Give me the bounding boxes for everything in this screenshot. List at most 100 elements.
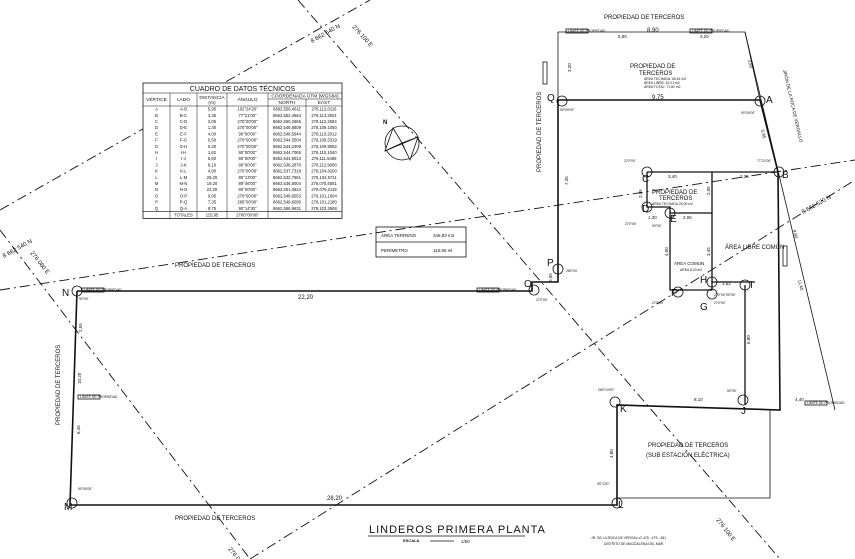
street-edge: [744, 31, 836, 411]
area-terreno-value: 346,93 m2: [433, 233, 455, 238]
table-cell: 1,62: [208, 150, 217, 155]
table-cell: 7,35: [208, 200, 217, 205]
dim-m-l: 28,20: [327, 496, 343, 502]
table-cell: P-Q: [180, 200, 188, 205]
vertex-f: F: [671, 288, 677, 299]
vertex-circle-h: [706, 276, 718, 288]
vertex-circle-i: [739, 279, 751, 291]
table-cell: 2,05: [208, 119, 217, 124]
table-cell: 0,50: [208, 138, 217, 143]
dim-h-i: 1,62: [722, 281, 731, 286]
table-cell: O-P: [180, 193, 188, 198]
dim-e-r: 2,06: [683, 215, 692, 220]
table-title: CUADRO DE DATOS TÉCNICOS: [190, 84, 296, 93]
dim-k-j: 8,10: [694, 397, 703, 402]
vertex-l: L: [618, 500, 624, 511]
table-cell: 4,80: [208, 169, 217, 174]
table-cell: 276,101,2180: [311, 200, 337, 205]
table-cell: D: [155, 125, 158, 130]
dim-p-c: 7,35: [564, 176, 569, 185]
dim-o-p: 0,95: [548, 273, 553, 282]
dim-top-right: 3,80: [747, 59, 754, 69]
fence-label-6: LÍMITE DE PROPIEDAD: [80, 395, 118, 399]
table-cell: 276,113,2501: [311, 113, 337, 118]
table-cell: H-I: [181, 150, 187, 155]
fence-marker-6: [77, 394, 101, 400]
table-cell: 90°14'30": [239, 206, 257, 211]
dim-b-i: 4,90: [792, 229, 799, 239]
angle-d: 270°00': [625, 222, 637, 226]
table-cell: 8662,544,9013: [273, 156, 302, 161]
table-cell: 0,95: [208, 193, 217, 198]
prop-top-label: PROPIEDAD DE TERCEROS: [604, 15, 684, 21]
table-cell: Q: [155, 206, 159, 211]
table-cell: 276,076,6051: [311, 181, 337, 186]
grid-line-diag-5: [249, 179, 855, 559]
table-cell: G-H: [180, 144, 188, 149]
table-cell: N: [155, 187, 158, 192]
coord-label-3: 8 662 540 N: [2, 239, 34, 260]
angle-m: 90°00'00": [78, 487, 93, 491]
table-cell: B-C: [180, 113, 187, 118]
fence-marker-5: [804, 400, 828, 406]
vertex-d: D: [642, 204, 649, 215]
area-comun-value: ÁREA 8,20 m2: [680, 268, 702, 272]
table-cell: 270°00'00": [237, 138, 258, 143]
substation-label-1: PROPIEDAD DE TERCEROS: [648, 443, 728, 449]
table-cell: 4,00: [208, 131, 217, 136]
vertex-circle-p: [552, 263, 564, 275]
prop-cd-line1: PROPIEDAD DE: [652, 190, 697, 196]
angle-j: 90°00': [727, 389, 737, 393]
dim-top-left: 3,20: [567, 63, 572, 72]
table-cell: 3,35: [208, 113, 217, 118]
table-cell: 8662,548,8809: [273, 125, 302, 130]
fence-label-1: LÍMITE DE PROPIEDAD: [568, 29, 606, 33]
prop-box-area1: ÁREA TECHADA: 56,61 m2: [644, 77, 686, 81]
vertex-circle-c: [641, 166, 653, 178]
angle-i: 90°00': [726, 293, 736, 297]
table-cell: 90°13'00": [239, 175, 257, 180]
vertex-e: E: [670, 214, 677, 225]
table-cell: 8662,536,8004: [273, 181, 302, 186]
perimetro-label: PERÍMETRO: [381, 247, 408, 253]
table-header-north: NORTH: [279, 100, 297, 106]
table-cell: 8662,552,4664: [273, 113, 302, 118]
angle-n: 90°00': [79, 297, 89, 301]
table-cell: 8662,538,2870: [273, 162, 302, 167]
dim-k-l: 4,80: [609, 449, 614, 458]
table-cell: B: [155, 113, 158, 118]
table-cell: A-B: [180, 107, 187, 112]
prop-mid-left-label: PROPIEDAD DE TERCEROS: [175, 263, 255, 269]
table-cell: 276,109,9092: [311, 144, 337, 149]
table-cell: D-E: [180, 125, 187, 130]
fence-label-2: LÍMITE DE PROPIEDAD: [692, 29, 730, 33]
dim-q-a: 9,75: [652, 95, 664, 101]
table-cell: 276,111,5469: [312, 156, 338, 161]
dim-n-m-c: 6,45: [76, 425, 81, 434]
table-cell: 90°00'00": [239, 150, 257, 155]
table-cell: 276,110,1040: [311, 150, 337, 155]
table-cell: O: [155, 193, 159, 198]
vertex-n: N: [62, 288, 69, 299]
dim-b-j: 11,40: [797, 279, 804, 291]
vertex-q: Q: [547, 93, 555, 104]
table-cell: 276,112,2584: [311, 119, 337, 124]
vertex-i: I: [750, 280, 753, 291]
prop-box-area3: ÁREA TOTAL: 71,82 m2: [644, 85, 681, 89]
svg-text:N: N: [383, 120, 387, 126]
fence-marker-1: [565, 28, 589, 34]
fence-marker-3: [81, 287, 105, 293]
lot-boundary: [69, 99, 781, 506]
table-cell: 8662,544,5504: [273, 138, 302, 143]
table-cell: 8662,551,0624: [273, 187, 302, 192]
angle-e: 90°00': [652, 224, 662, 228]
table-cell: 276,110,2012: [311, 131, 337, 136]
table-cell: 276,104,5711: [311, 175, 337, 180]
prop-cd-line2: TERCEROS: [659, 196, 692, 202]
table-cell: 8662,537,7318: [273, 169, 302, 174]
fence-label-3: LÍMITE DE PROPIEDAD: [84, 288, 122, 292]
table-cell: 270°00'00": [237, 193, 258, 198]
table-cell: J-K: [180, 162, 186, 167]
table-cell: A: [155, 107, 158, 112]
